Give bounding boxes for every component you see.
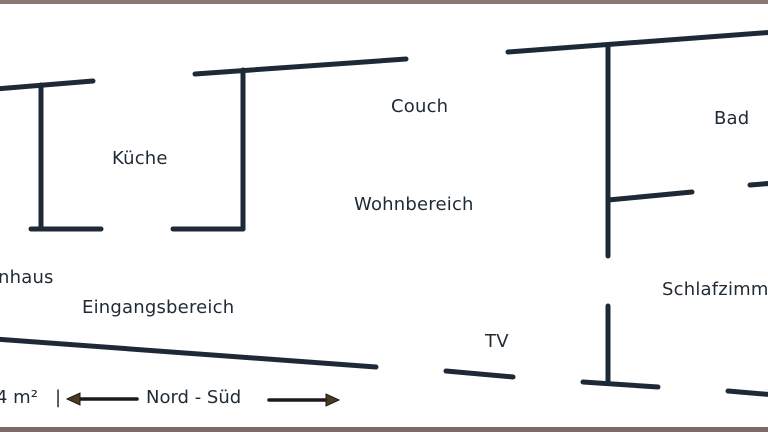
- wall-bottom-right: [725, 388, 768, 397]
- wall-top-left: [0, 78, 96, 92]
- wall-top-right: [505, 30, 768, 55]
- room-label-nhaus: nhaus: [0, 267, 54, 288]
- wall-bad-bottom-right: [747, 181, 768, 188]
- legend-area: 4 m²: [0, 387, 38, 408]
- arrow-left-head: [65, 392, 81, 406]
- wall-bottom-middle: [580, 379, 661, 390]
- frame-bottom-border: [0, 427, 768, 432]
- room-label-eingangsbereich: Eingangsbereich: [82, 297, 235, 318]
- wall-bottom-tv: [443, 368, 516, 380]
- room-label-couch: Couch: [391, 96, 449, 117]
- room-label-tv: TV: [485, 331, 509, 352]
- legend-direction: Nord - Süd: [146, 387, 242, 408]
- wall-bad-bottom: [605, 189, 695, 203]
- wall-top-middle: [192, 56, 409, 77]
- room-label-schlafzimmer: Schlafzimm: [662, 279, 768, 300]
- arrow-right-head: [325, 393, 341, 407]
- room-label-bad: Bad: [714, 108, 750, 129]
- legend-separator: |: [55, 387, 62, 408]
- room-label-kueche: Küche: [112, 148, 168, 169]
- wall-bottom-left: [0, 336, 379, 370]
- room-label-wohnbereich: Wohnbereich: [354, 194, 474, 215]
- frame-top-border: [0, 0, 768, 4]
